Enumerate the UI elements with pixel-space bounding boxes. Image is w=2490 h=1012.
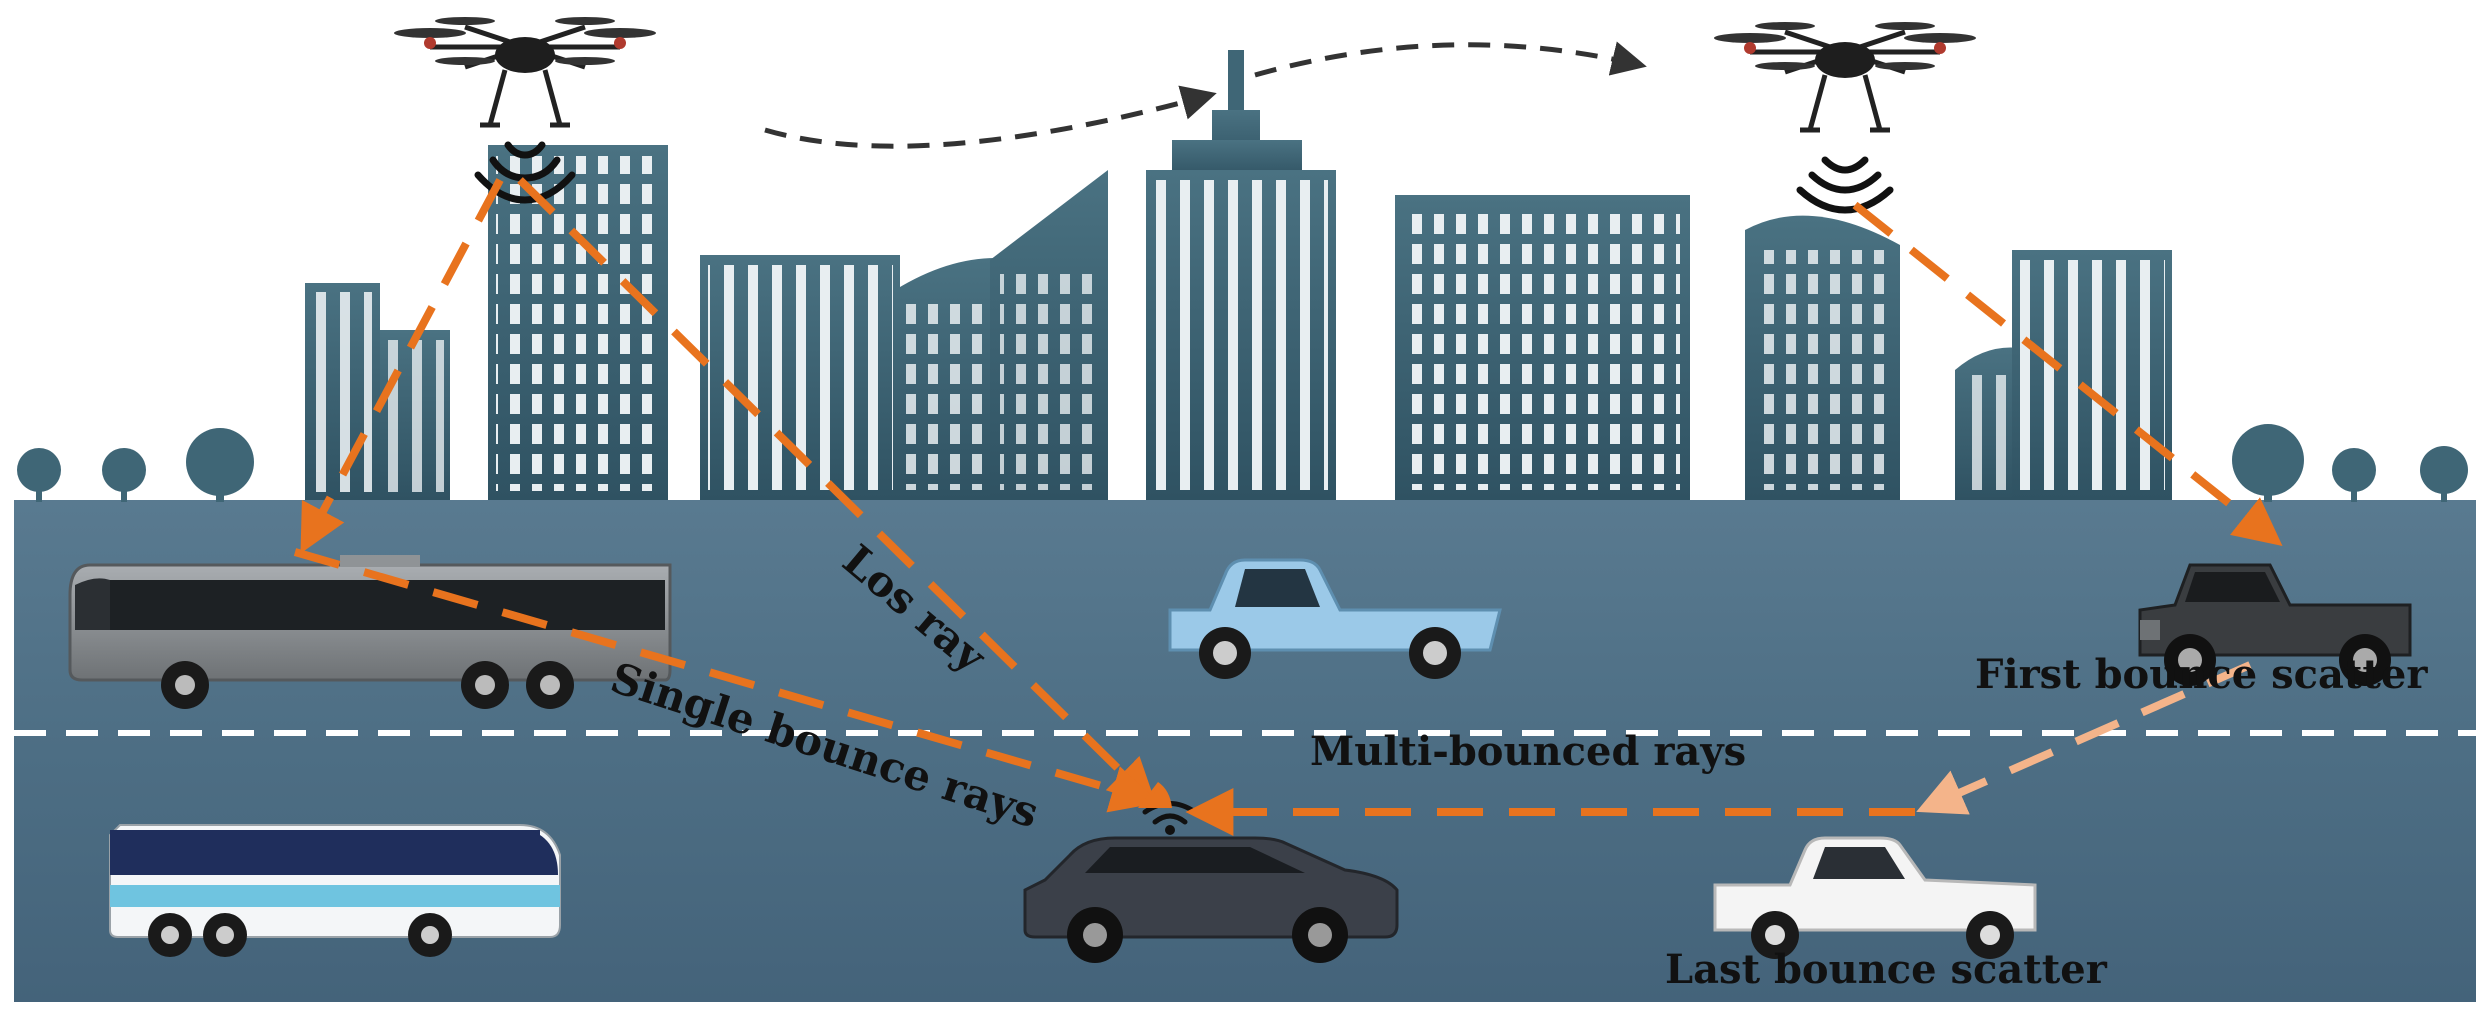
receiver-antenna-wedge	[1138, 782, 1172, 808]
city-skyline	[305, 50, 2172, 500]
trees-left	[17, 428, 254, 502]
dark-pickup	[2138, 563, 2412, 686]
uav-flight-path-2	[1254, 41, 1647, 78]
white-pickup	[1713, 836, 2037, 959]
signal-icon-left-uav	[474, 141, 576, 204]
uav-drone-right	[1714, 22, 1976, 133]
trees-right	[2232, 424, 2468, 502]
label-multi-bounced-rays: Multi-bounced rays	[1310, 728, 1746, 775]
label-first-bounce-scatter: First bounce scatter	[1975, 651, 2428, 698]
ray-paths	[293, 177, 2283, 836]
gray-bus	[68, 555, 672, 709]
single-bounce-ray	[293, 548, 1160, 813]
light-blue-pickup	[1168, 558, 1502, 679]
blue-bus	[109, 824, 561, 957]
drone-icon	[394, 17, 656, 128]
ray-first-to-last-scatter	[1916, 661, 2252, 815]
ray-uav-to-first-scatter	[1852, 201, 2283, 546]
signal-icon-right-uav	[1796, 156, 1894, 214]
drone-icon	[1714, 22, 1976, 133]
uav-flight-path	[764, 85, 1217, 149]
los-ray	[517, 177, 1157, 807]
uav-drone-left	[394, 17, 656, 128]
receiver-suv	[1023, 836, 1399, 963]
label-last-bounce-scatter: Last bounce scatter	[1665, 946, 2108, 993]
